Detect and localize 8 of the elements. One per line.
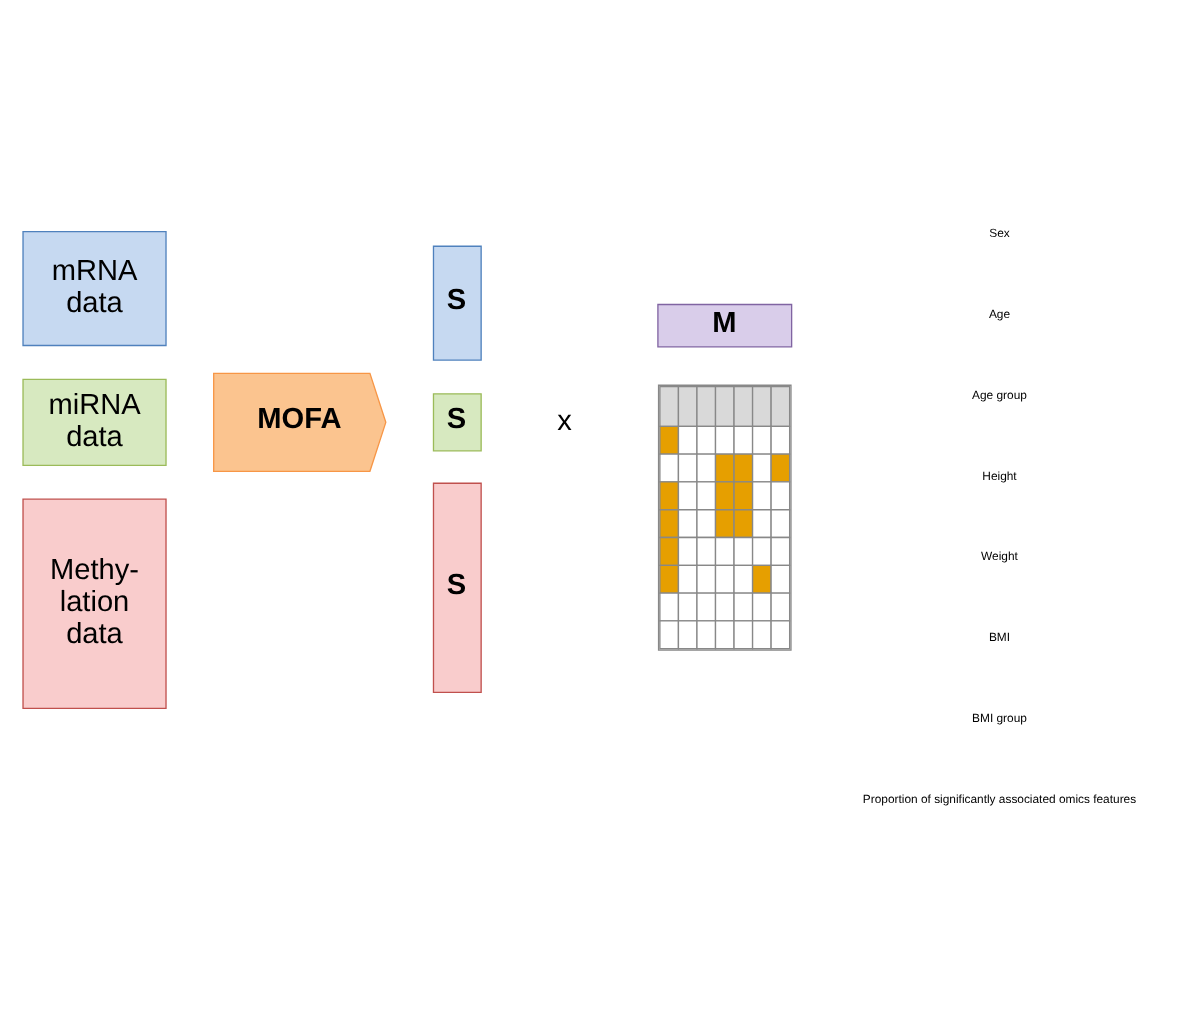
- label: x: [557, 404, 572, 437]
- node-box: S: [432, 244, 482, 360]
- node-box: miRNA data: [22, 377, 167, 466]
- node-box: S: [432, 481, 482, 693]
- node-box: mRNA data: [22, 230, 167, 346]
- node-box: S: [432, 392, 482, 451]
- node-box: Methy-lation data: [22, 497, 167, 708]
- node-box: M: [657, 302, 793, 347]
